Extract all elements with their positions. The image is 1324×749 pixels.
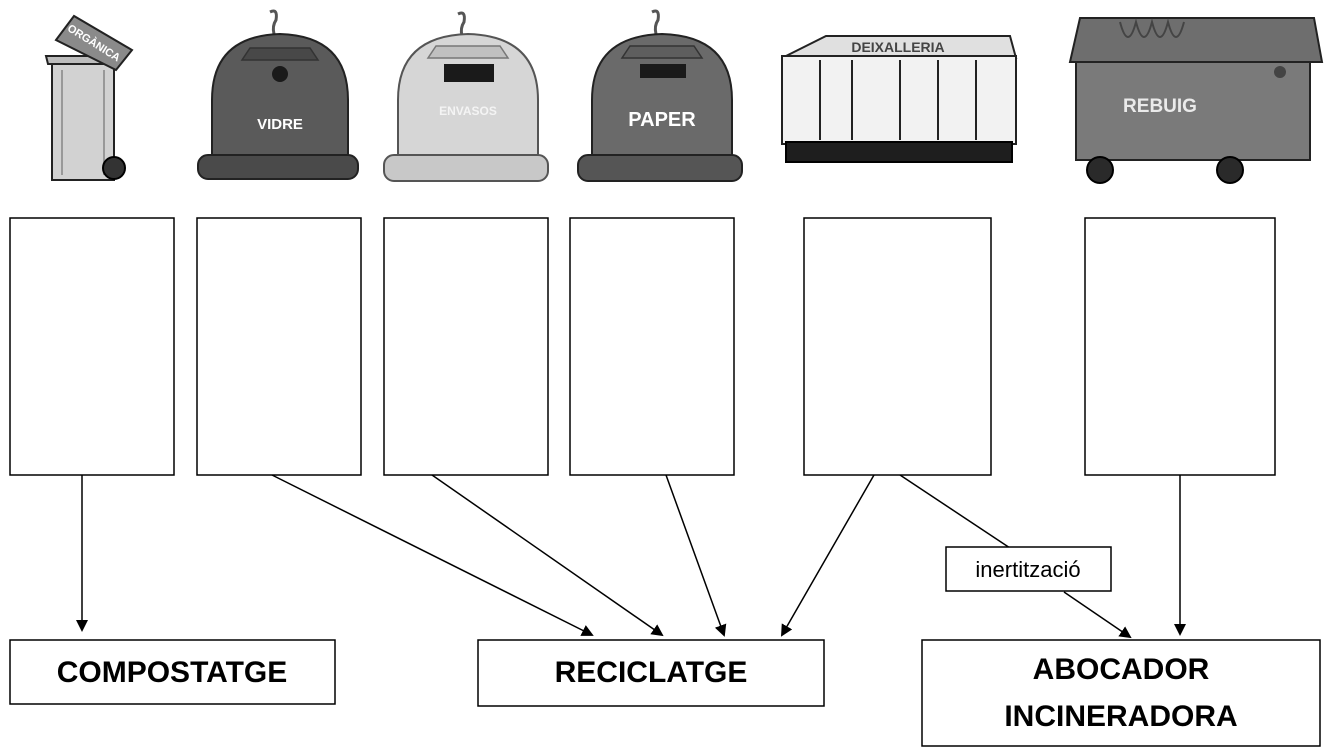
recycling-center-answer-box[interactable]: [803, 217, 992, 476]
packaging-bin-icon: ENVASOS: [383, 11, 549, 182]
recycling-center-label: DEIXALLERIA: [851, 39, 944, 55]
recycling-box: [477, 639, 825, 707]
landfill-title: ABOCADOR: [1033, 653, 1210, 686]
paper-bin-label: PAPER: [628, 109, 696, 131]
organic-answer-box[interactable]: [9, 217, 175, 476]
arrow-center-to-inert: [899, 474, 1011, 549]
flow-arrows: [76, 474, 1186, 639]
composting-title: COMPOSTATGE: [57, 656, 288, 689]
arrow-paper-to-recycling: [665, 474, 727, 637]
packaging-bin-label: ENVASOS: [439, 104, 497, 118]
arrow-glass-to-recycling: [271, 474, 594, 636]
glass-bin-label: VIDRE: [257, 116, 303, 133]
waste-dumpster-label: REBUIG: [1123, 96, 1197, 117]
waste-answer-box[interactable]: [1084, 217, 1276, 476]
glass-answer-box[interactable]: [196, 217, 362, 476]
paper-bin-icon: PAPER: [577, 9, 743, 182]
arrow-packaging-to-recycling: [431, 474, 664, 637]
glass-bin-icon: VIDRE: [197, 9, 359, 180]
waste-dumpster-icon: REBUIG: [1068, 17, 1324, 184]
arrow-inert-to-landfill: [1063, 591, 1132, 639]
composting-box: [9, 639, 336, 705]
inertization-label: inertització: [975, 557, 1080, 582]
arrow-center-to-recycling: [781, 474, 875, 637]
paper-answer-box[interactable]: [569, 217, 735, 476]
recycling-title: RECICLATGE: [555, 656, 748, 689]
organic-bin-icon: ORGÀNICA: [44, 14, 134, 181]
recycling-center-container-icon: DEIXALLERIA: [781, 35, 1018, 163]
incinerator-title: INCINERADORA: [1004, 700, 1237, 733]
landfill-incinerator-box: [921, 639, 1321, 747]
packaging-answer-box[interactable]: [383, 217, 549, 476]
inertization-label-box: [945, 546, 1112, 592]
